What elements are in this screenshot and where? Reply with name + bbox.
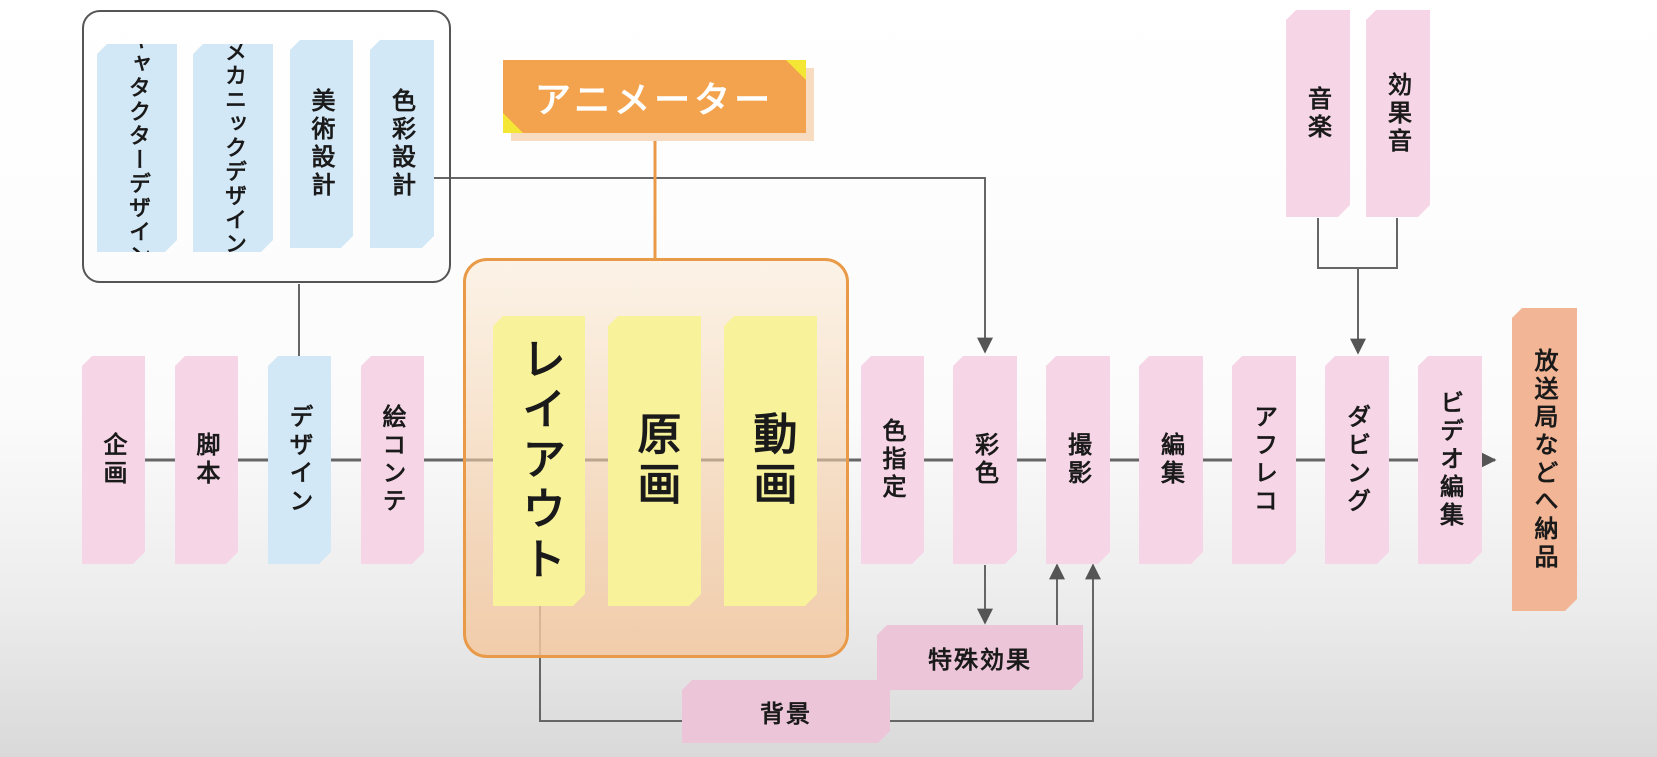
step-coloring-label: 彩色 xyxy=(970,432,999,488)
step-editing-label: 編集 xyxy=(1156,432,1185,488)
step-script-label: 脚本 xyxy=(192,432,220,488)
special-effects-label: 特殊効果 xyxy=(928,646,1032,674)
corner-accent xyxy=(503,113,523,133)
art-setting-label: 美術設計 xyxy=(307,88,335,200)
step-filming: 撮影 xyxy=(1046,356,1110,564)
step-dubbing-voice-label: アフレコ xyxy=(1249,404,1278,516)
step-design-label: デザイン xyxy=(285,404,313,516)
step-in-between-label: 動画 xyxy=(745,411,797,511)
step-storyboard: 絵コンテ xyxy=(361,356,424,564)
delivery-box: 放送局などへ納品 xyxy=(1512,308,1577,611)
step-layout: レイアウト xyxy=(493,316,585,606)
design-character-box: キャタクターデザイン xyxy=(97,44,177,252)
step-video-editing-label: ビデオ編集 xyxy=(1435,390,1464,530)
animator-title-text: アニメーター xyxy=(534,79,775,121)
design-mechanic-box: メカニックデザイン xyxy=(193,44,273,252)
step-design: デザイン xyxy=(268,356,331,564)
audio-sound-effects: 効果音 xyxy=(1366,10,1430,217)
art-setting-box: 美術設計 xyxy=(290,40,353,248)
corner-accent xyxy=(786,60,806,80)
step-color-designation: 色指定 xyxy=(861,356,924,564)
step-key-animation: 原画 xyxy=(608,316,701,606)
step-dubbing-voice: アフレコ xyxy=(1232,356,1296,564)
step-editing: 編集 xyxy=(1139,356,1203,564)
audio-sound-effects-label: 効果音 xyxy=(1383,71,1412,156)
step-coloring: 彩色 xyxy=(953,356,1017,564)
step-planning: 企画 xyxy=(82,356,145,564)
step-layout-label: レイアウト xyxy=(514,336,565,586)
audio-music: 音楽 xyxy=(1286,10,1350,217)
step-planning-label: 企画 xyxy=(99,432,127,488)
design-character-label: キャタクターデザイン xyxy=(125,28,150,268)
step-video-editing: ビデオ編集 xyxy=(1418,356,1482,564)
design-mechanic-label: メカニックデザイン xyxy=(221,40,246,256)
step-color-designation-label: 色指定 xyxy=(878,418,906,502)
background-box: 背景 xyxy=(682,680,890,743)
design-group xyxy=(82,10,451,283)
step-storyboard-label: 絵コンテ xyxy=(378,404,406,516)
step-filming-label: 撮影 xyxy=(1063,432,1092,488)
animator-title: アニメーター xyxy=(503,60,806,133)
color-setting-box: 色彩設計 xyxy=(370,40,434,248)
step-key-animation-label: 原画 xyxy=(629,411,681,511)
delivery-label: 放送局などへ納品 xyxy=(1530,347,1558,572)
step-mixing-label: ダビング xyxy=(1342,404,1371,516)
special-effects-box: 特殊効果 xyxy=(877,625,1083,690)
color-setting-label: 色彩設計 xyxy=(387,88,416,200)
step-in-between: 動画 xyxy=(724,316,817,606)
background-label: 背景 xyxy=(760,700,812,728)
audio-music-label: 音楽 xyxy=(1303,85,1332,142)
step-mixing: ダビング xyxy=(1325,356,1389,564)
step-script: 脚本 xyxy=(175,356,238,564)
